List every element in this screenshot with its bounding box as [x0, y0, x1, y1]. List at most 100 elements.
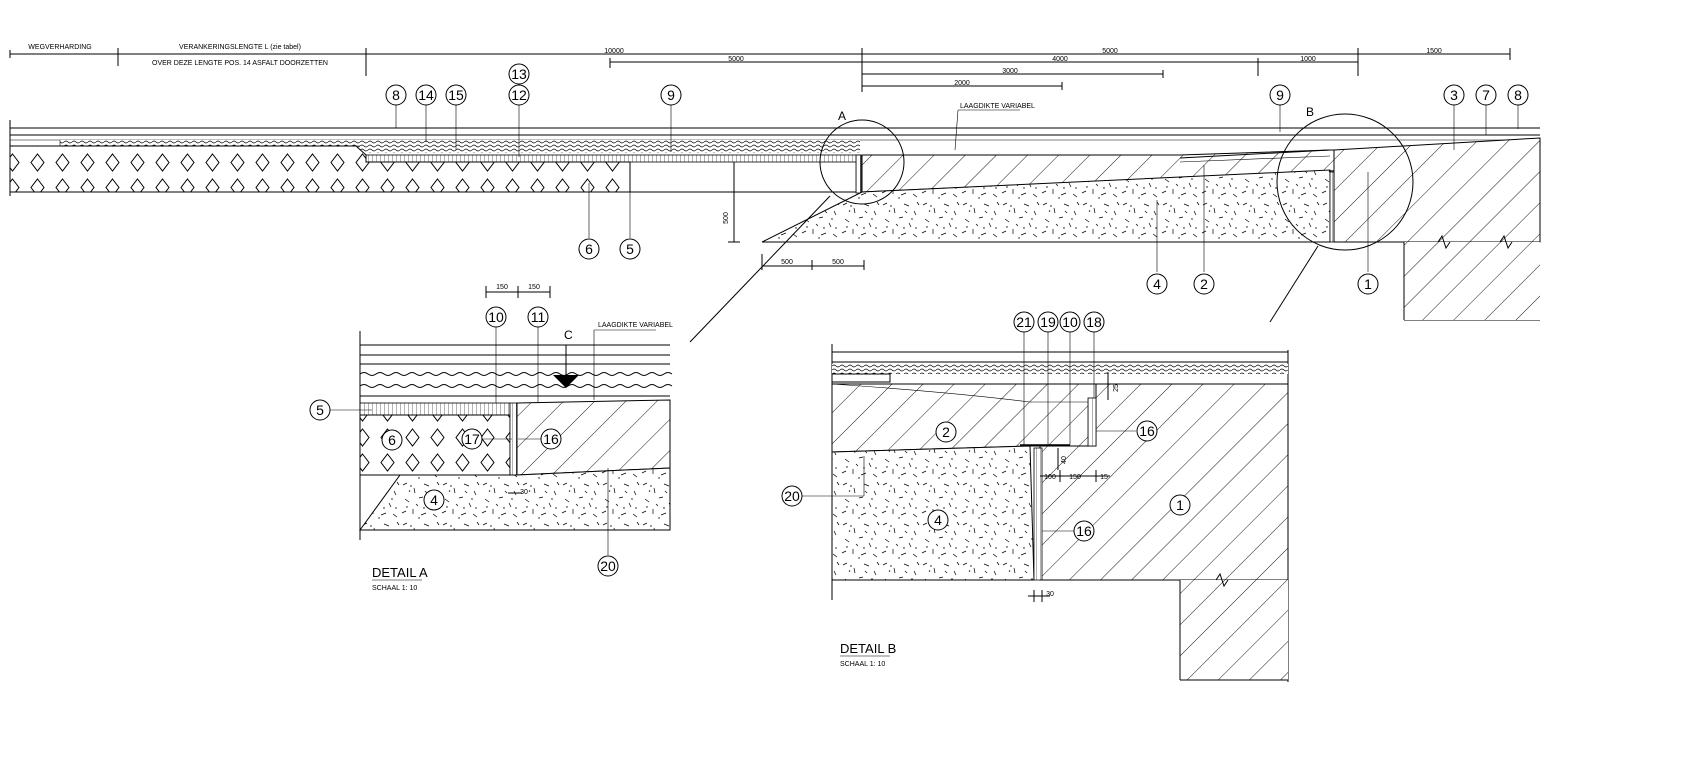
svg-text:3: 3 [1450, 87, 1458, 103]
svg-text:14: 14 [418, 87, 434, 103]
detail-b-callouts: 21 19 10 18 16 2 20 4 1 16 [781, 311, 1191, 542]
dim-label-10000: 10000 [604, 48, 624, 55]
dim-label-150: 150 [496, 284, 508, 291]
callout-10: 10 [485, 306, 507, 328]
section-c-label: C [564, 328, 573, 342]
dim-label-30: 30 [1046, 591, 1054, 598]
callout-10: 10 [1059, 311, 1081, 333]
svg-text:1: 1 [1364, 276, 1372, 292]
svg-text:19: 19 [1040, 314, 1056, 330]
dim-label-wegverharding: WEGVERHARDING [28, 44, 91, 51]
callout-21: 21 [1013, 311, 1035, 333]
dim-label-3000: 3000 [1002, 68, 1018, 75]
svg-text:10: 10 [488, 309, 504, 325]
dim-label-100: 100 [1044, 474, 1056, 481]
callout-5: 5 [309, 399, 331, 421]
detail-b: 150 15 100 40 25 30 DETAIL B SCHAAL 1: 1… [831, 344, 1289, 682]
svg-text:15: 15 [448, 87, 464, 103]
detail-a-marker-label: A [838, 109, 846, 123]
dim-label-30: 30 [520, 489, 528, 496]
svg-text:2: 2 [942, 424, 950, 440]
svg-text:5: 5 [626, 241, 634, 257]
callout-20: 20 [597, 555, 619, 577]
svg-text:6: 6 [388, 432, 396, 448]
dim-label-15: 15 [1100, 474, 1108, 481]
callout-14: 14 [415, 84, 437, 106]
dim-label-150: 150 [528, 284, 540, 291]
laagdikte-variabel-note: LAAGDIKTE VARIABEL [960, 103, 1035, 110]
dim-label-5000: 5000 [728, 56, 744, 63]
svg-text:16: 16 [1139, 423, 1155, 439]
callout-4: 4 [927, 509, 949, 531]
svg-text:5: 5 [316, 402, 324, 418]
detail-a-marker-circle [819, 119, 905, 205]
dim-label-4000: 4000 [1052, 56, 1068, 63]
detail-a-callouts: 10 11 5 6 17 16 4 20 [309, 306, 619, 577]
svg-text:4: 4 [430, 492, 438, 508]
svg-text:12: 12 [511, 87, 527, 103]
detail-b-marker-label: B [1306, 105, 1314, 119]
svg-text:20: 20 [784, 488, 800, 504]
svg-text:21: 21 [1016, 314, 1032, 330]
callout-8: 8 [385, 84, 407, 106]
callout-7: 7 [1475, 84, 1497, 106]
dim-label-500-vertical: 500 [723, 212, 730, 224]
svg-text:9: 9 [667, 87, 675, 103]
callout-1: 1 [1169, 494, 1191, 516]
callout-5: 5 [619, 238, 641, 260]
detail-a-title: DETAIL A [372, 565, 428, 580]
callout-19: 19 [1037, 311, 1059, 333]
svg-text:4: 4 [934, 512, 942, 528]
svg-text:2: 2 [1200, 276, 1208, 292]
callout-6: 6 [381, 429, 403, 451]
callout-16: 16 [540, 428, 562, 450]
svg-text:1: 1 [1176, 497, 1184, 513]
detail-a: 150 150 LAAGDIKTE VARIABEL C 30 DETAIL A [359, 284, 673, 592]
callout-9: 9 [1269, 84, 1291, 106]
callout-3: 3 [1443, 84, 1465, 106]
svg-text:16: 16 [543, 431, 559, 447]
level-marker-icon [553, 375, 579, 388]
callout-1: 1 [1357, 273, 1379, 295]
detail-b-marker-circle [1276, 113, 1414, 251]
dim-label-1500: 1500 [1426, 48, 1442, 55]
callout-13: 13 [508, 63, 530, 85]
callout-16: 16 [1136, 420, 1158, 442]
svg-text:8: 8 [392, 87, 400, 103]
callout-16: 16 [1073, 520, 1095, 542]
callout-12: 12 [508, 84, 530, 106]
callout-4: 4 [423, 489, 445, 511]
svg-text:9: 9 [1276, 87, 1284, 103]
callout-17: 17 [461, 428, 483, 450]
detail-b-scale: SCHAAL 1: 10 [840, 661, 885, 668]
dim-label-asfalt-note: OVER DEZE LENGTE POS. 14 ASFALT DOORZETT… [152, 60, 328, 67]
dim-label-150: 150 [1069, 474, 1081, 481]
callout-2: 2 [935, 421, 957, 443]
callout-18: 18 [1083, 311, 1105, 333]
dim-label-500: 500 [781, 259, 793, 266]
svg-text:20: 20 [600, 558, 616, 574]
dim-label-5000: 5000 [1102, 48, 1118, 55]
main-callouts: 8 14 15 13 12 9 9 3 7 8 6 5 4 2 1 [385, 63, 1529, 295]
dim-label-2000: 2000 [954, 80, 970, 87]
dim-label-verankeringslengte: VERANKERINGSLENGTE L (zie tabel) [179, 44, 301, 51]
svg-text:17: 17 [464, 431, 480, 447]
callout-9: 9 [660, 84, 682, 106]
dim-label-1000: 1000 [1300, 56, 1316, 63]
svg-text:6: 6 [585, 241, 593, 257]
callout-11: 11 [527, 306, 549, 328]
detail-a-laagdikte-note: LAAGDIKTE VARIABEL [598, 322, 673, 329]
dim-label-40: 40 [1061, 456, 1068, 464]
callout-6: 6 [578, 238, 600, 260]
svg-text:13: 13 [511, 66, 527, 82]
svg-text:11: 11 [531, 309, 546, 325]
callout-8: 8 [1507, 84, 1529, 106]
callout-4: 4 [1146, 273, 1168, 295]
callout-15: 15 [445, 84, 467, 106]
detail-a-scale: SCHAAL 1: 10 [372, 585, 417, 592]
main-section: 500 500 500 LAAGDIKTE VARIABEL A B [9, 103, 1541, 343]
callout-20: 20 [781, 485, 803, 507]
svg-text:10: 10 [1062, 314, 1078, 330]
svg-text:8: 8 [1514, 87, 1522, 103]
